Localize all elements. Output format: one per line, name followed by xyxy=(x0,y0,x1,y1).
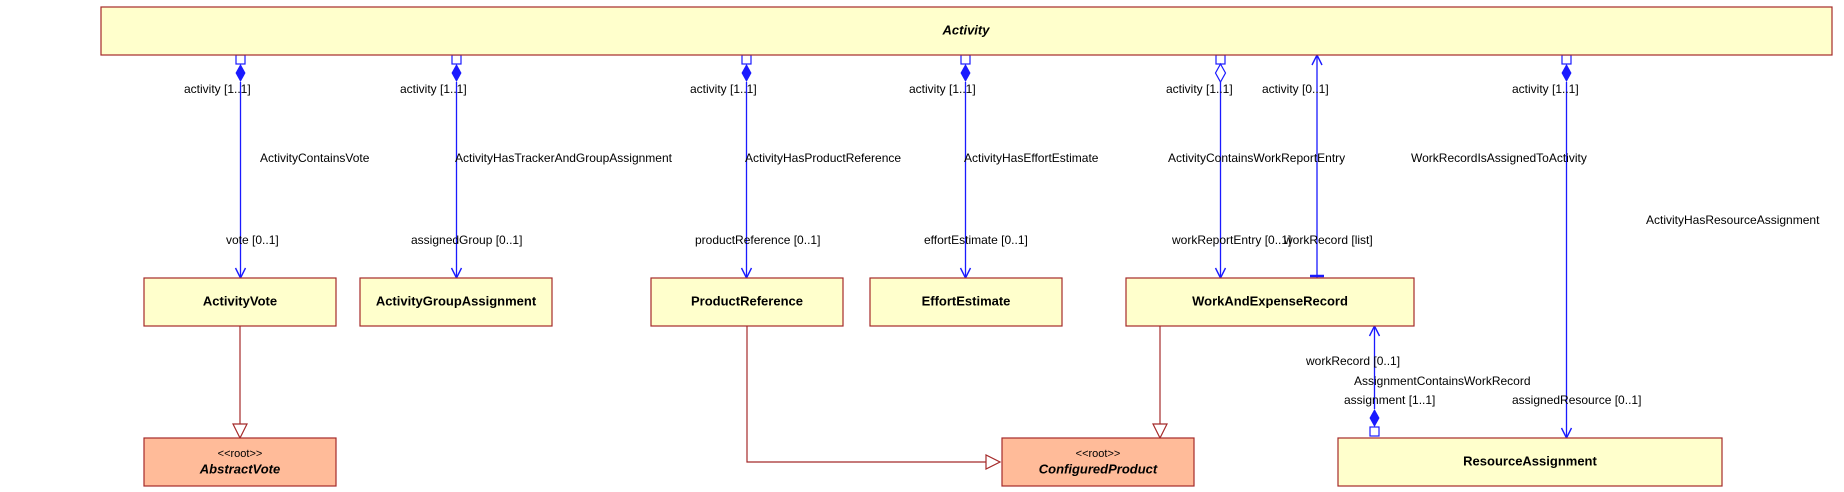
class-abstract-vote[interactable]: <<root>> AbstractVote xyxy=(143,437,337,487)
stereotype-configured-product: <<root>> xyxy=(1076,448,1121,460)
class-activity-group-assignment-name: ActivityGroupAssignment xyxy=(376,293,537,308)
assoc-name-vote: ActivityContainsVote xyxy=(260,151,370,165)
association-effort xyxy=(961,54,971,278)
association-assignment-work xyxy=(1370,326,1380,437)
role-work-report-source: activity [1..1] xyxy=(1166,82,1233,96)
class-configured-product[interactable]: <<root>> ConfiguredProduct xyxy=(1001,437,1195,487)
class-effort-estimate[interactable]: EffortEstimate xyxy=(869,277,1063,327)
class-activity-vote-name: ActivityVote xyxy=(203,293,277,308)
stereotype-abstract-vote: <<root>> xyxy=(218,448,263,460)
role-work-report-target: workReportEntry [0..1] xyxy=(1171,233,1291,247)
role-assignment-work-source: assignment [1..1] xyxy=(1344,393,1435,407)
association-group xyxy=(452,54,462,278)
association-vote xyxy=(236,54,246,278)
role-product-source: activity [1..1] xyxy=(690,82,757,96)
assoc-name-work-record: WorkRecordIsAssignedToActivity xyxy=(1411,151,1587,165)
class-activity-name: Activity xyxy=(942,22,991,37)
role-vote-target: vote [0..1] xyxy=(226,233,279,247)
role-vote-source: activity [1..1] xyxy=(184,82,251,96)
assoc-name-product: ActivityHasProductReference xyxy=(745,151,901,165)
association-resource xyxy=(1562,54,1572,438)
role-effort-source: activity [1..1] xyxy=(909,82,976,96)
class-work-and-expense-record[interactable]: WorkAndExpenseRecord xyxy=(1125,277,1415,327)
association-work-report xyxy=(1214,54,1227,278)
association-product xyxy=(742,54,752,278)
role-assignment-work-target: workRecord [0..1] xyxy=(1305,354,1400,368)
generalization-work-and-expense xyxy=(1152,326,1168,440)
association-work-record xyxy=(1310,55,1324,278)
role-effort-target: effortEstimate [0..1] xyxy=(924,233,1028,247)
role-resource-source: activity [1..1] xyxy=(1512,82,1579,96)
role-product-target: productReference [0..1] xyxy=(695,233,820,247)
role-group-target: assignedGroup [0..1] xyxy=(411,233,522,247)
role-group-source: activity [1..1] xyxy=(400,82,467,96)
class-configured-product-name: ConfiguredProduct xyxy=(1039,461,1158,476)
assoc-name-effort: ActivityHasEffortEstimate xyxy=(964,151,1099,165)
assoc-name-group: ActivityHasTrackerAndGroupAssignment xyxy=(455,151,673,165)
generalization-vote xyxy=(232,326,248,440)
assoc-name-assignment-work: AssignmentContainsWorkRecord xyxy=(1354,374,1531,388)
class-work-and-expense-record-name: WorkAndExpenseRecord xyxy=(1192,293,1348,308)
class-activity[interactable]: Activity xyxy=(100,6,1833,56)
generalization-product-reference xyxy=(746,326,1002,470)
class-activity-group-assignment[interactable]: ActivityGroupAssignment xyxy=(359,277,553,327)
role-work-record-target: workRecord [list] xyxy=(1283,233,1373,247)
class-resource-assignment-name: ResourceAssignment xyxy=(1463,453,1597,468)
class-abstract-vote-name: AbstractVote xyxy=(199,461,280,476)
role-work-record-source: activity [0..1] xyxy=(1262,82,1329,96)
role-resource-target: assignedResource [0..1] xyxy=(1512,393,1641,407)
class-resource-assignment[interactable]: ResourceAssignment xyxy=(1337,437,1723,487)
class-effort-estimate-name: EffortEstimate xyxy=(922,293,1011,308)
assoc-name-resource: ActivityHasResourceAssignment xyxy=(1646,213,1820,227)
class-activity-vote[interactable]: ActivityVote xyxy=(143,277,337,327)
class-product-reference[interactable]: ProductReference xyxy=(650,277,844,327)
class-product-reference-name: ProductReference xyxy=(691,293,803,308)
assoc-name-work-report: ActivityContainsWorkReportEntry xyxy=(1168,151,1345,165)
